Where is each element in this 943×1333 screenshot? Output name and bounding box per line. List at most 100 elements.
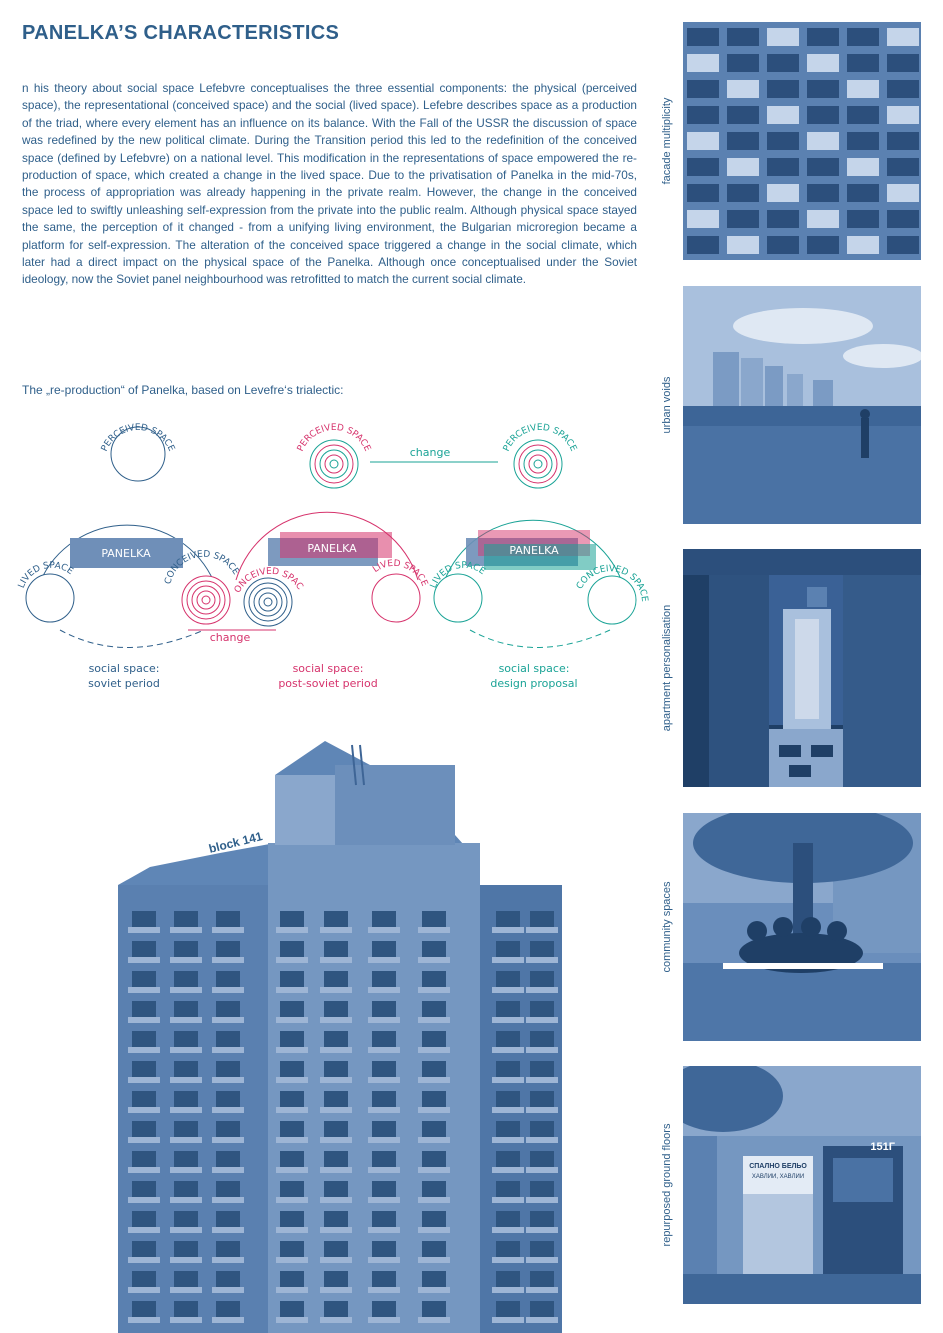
facade-window	[887, 132, 919, 150]
facade-window	[687, 236, 719, 254]
building-balcony	[128, 1137, 160, 1143]
building-window	[132, 1061, 156, 1077]
building-balcony	[368, 1257, 400, 1263]
building-balcony	[368, 1017, 400, 1023]
building-window	[132, 1001, 156, 1017]
building-window	[372, 1061, 396, 1077]
building-windows	[128, 911, 558, 1323]
building-balcony	[526, 1077, 558, 1083]
building-window	[216, 1061, 240, 1077]
conceived-spiral-2	[243, 577, 293, 627]
building-balcony	[128, 987, 160, 993]
building-balcony	[276, 927, 308, 933]
building-window	[216, 941, 240, 957]
building-balcony	[368, 987, 400, 993]
facade-window	[687, 28, 719, 46]
building-window	[372, 1241, 396, 1257]
building-window	[530, 1061, 554, 1077]
building-balcony	[418, 1167, 450, 1173]
phase-soviet: PANELKA PERCEIVED SPACE LIVED SPACE CONC…	[17, 423, 241, 690]
building-balcony	[170, 1317, 202, 1323]
phase-period-1: soviet period	[88, 677, 160, 690]
building-window	[422, 1031, 446, 1047]
building-window	[174, 1181, 198, 1197]
building-window	[372, 941, 396, 957]
facade-window	[847, 184, 879, 202]
building-balcony	[526, 1287, 558, 1293]
building-balcony	[128, 1197, 160, 1203]
building-balcony	[418, 1017, 450, 1023]
building-balcony	[418, 1137, 450, 1143]
building-window	[372, 1181, 396, 1197]
building-window	[496, 1151, 520, 1167]
building-balcony	[170, 1047, 202, 1053]
building-balcony	[418, 1227, 450, 1233]
building-balcony	[170, 927, 202, 933]
building-balcony	[170, 1107, 202, 1113]
building-balcony	[320, 1227, 352, 1233]
building-balcony	[212, 1137, 244, 1143]
building-balcony	[320, 1317, 352, 1323]
building-window	[530, 1151, 554, 1167]
building-balcony	[128, 1257, 160, 1263]
facade-window	[767, 210, 799, 228]
perceived-spiral-3	[513, 439, 563, 489]
building-window	[422, 1181, 446, 1197]
building-window	[422, 971, 446, 987]
building-balcony	[418, 1287, 450, 1293]
building-window	[280, 911, 304, 927]
building-balcony	[128, 1167, 160, 1173]
building-balcony	[276, 1257, 308, 1263]
building-balcony	[170, 1257, 202, 1263]
facade-multiplicity-label: facade multiplicity	[661, 97, 673, 185]
building-window	[280, 1121, 304, 1137]
building-window	[530, 1031, 554, 1047]
building-balcony	[368, 1077, 400, 1083]
building-window	[132, 1301, 156, 1317]
facade-window	[727, 158, 759, 176]
facade-window	[767, 80, 799, 98]
building-window	[132, 1031, 156, 1047]
building-balcony	[128, 927, 160, 933]
panelka-box-label-3: PANELKA	[509, 544, 559, 557]
building-balcony	[526, 957, 558, 963]
building-balcony	[212, 1077, 244, 1083]
building-balcony	[526, 1107, 558, 1113]
building-balcony	[212, 1017, 244, 1023]
page-title: PANELKA’S CHARACTERISTICS	[22, 22, 340, 44]
panelka-box-label-2: PANELKA	[307, 542, 357, 555]
building-window	[496, 1181, 520, 1197]
facade-window	[887, 106, 919, 124]
building-window	[280, 1211, 304, 1227]
building-window	[132, 911, 156, 927]
building-window	[280, 1031, 304, 1047]
block-141-building-photo: block 141	[118, 741, 562, 1333]
building-balcony	[212, 987, 244, 993]
building-window	[496, 1241, 520, 1257]
building-window	[496, 1001, 520, 1017]
building-balcony	[276, 1107, 308, 1113]
building-balcony	[526, 1017, 558, 1023]
building-window	[372, 1301, 396, 1317]
building-window	[324, 971, 348, 987]
building-balcony	[368, 1107, 400, 1113]
facade-window	[887, 184, 919, 202]
building-window	[496, 1091, 520, 1107]
building-window	[216, 1121, 240, 1137]
building-window	[216, 1211, 240, 1227]
building-balcony	[276, 1197, 308, 1203]
building-balcony	[128, 1107, 160, 1113]
building-balcony	[212, 927, 244, 933]
change-label-bottom: change	[210, 631, 251, 644]
building-balcony	[170, 1167, 202, 1173]
building-window	[496, 911, 520, 927]
building-balcony	[276, 1227, 308, 1233]
building-balcony	[320, 1137, 352, 1143]
building-balcony	[128, 1317, 160, 1323]
building-balcony	[212, 1317, 244, 1323]
building-window	[280, 1151, 304, 1167]
facade-window	[887, 80, 919, 98]
building-balcony	[276, 1137, 308, 1143]
building-window	[280, 1241, 304, 1257]
building-balcony	[320, 1077, 352, 1083]
